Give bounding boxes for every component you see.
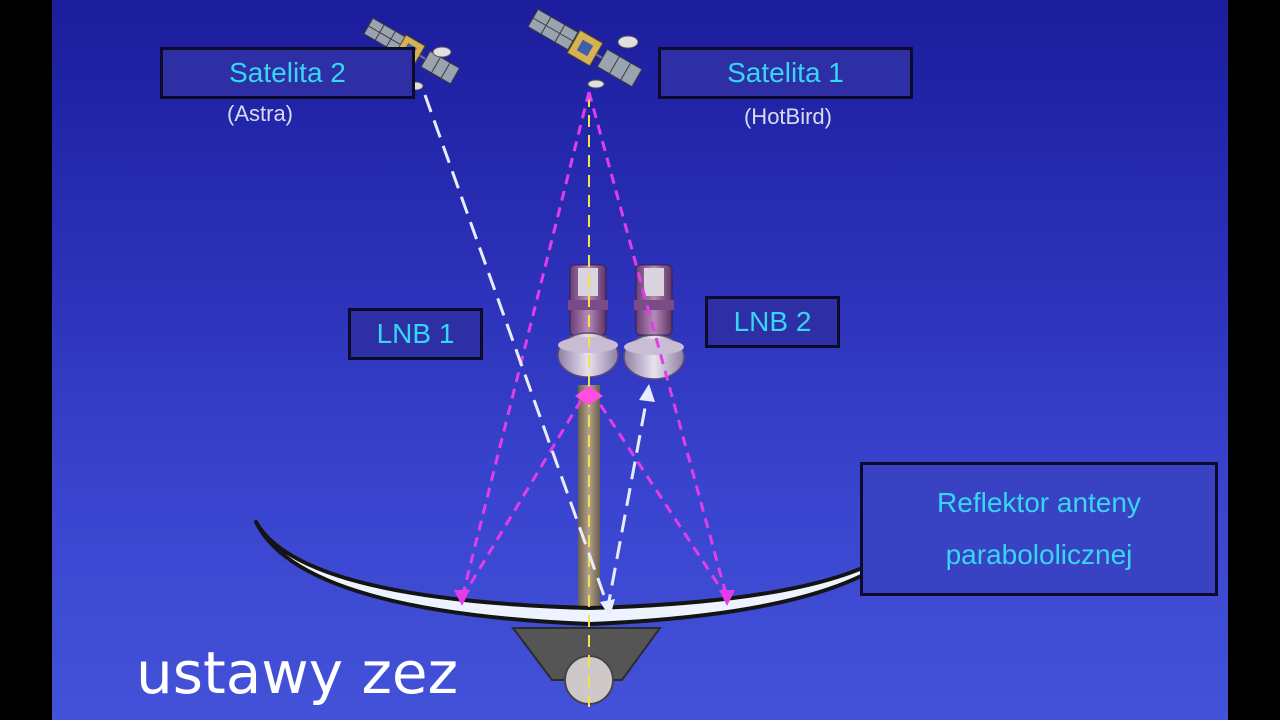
sat2-beams bbox=[423, 94, 650, 613]
satellite-2-sublabel: (Astra) bbox=[227, 101, 293, 126]
satellite-1-sublabel: (HotBird) bbox=[743, 104, 832, 129]
sat1-arrow-left bbox=[454, 590, 470, 606]
sat2-arrow-dish bbox=[600, 599, 615, 617]
sat2-arrow-lnb bbox=[639, 384, 655, 402]
scene bbox=[254, 8, 924, 710]
lnb-2-label: LNB 2 bbox=[705, 296, 840, 348]
diagram-stage: Satelita 2 (Astra) Satelita 1 (HotBird) … bbox=[52, 0, 1228, 720]
satellite-1-label-text: Satelita 1 bbox=[727, 57, 844, 88]
lnb-1-label: LNB 1 bbox=[348, 308, 483, 360]
satellite-1-icon bbox=[527, 8, 643, 89]
dish-mount bbox=[511, 627, 662, 705]
satellite-2-label-text: Satelita 2 bbox=[229, 57, 346, 88]
focus-marker bbox=[575, 386, 603, 405]
video-caption: ustawy zez bbox=[136, 639, 459, 707]
sat1-arrow-right bbox=[719, 590, 735, 606]
lnb-2-label-text: LNB 2 bbox=[733, 306, 812, 337]
reflector-label: Reflektor anteny parabololicznej bbox=[860, 462, 1218, 596]
reflector-label-line2: parabololicznej bbox=[945, 539, 1133, 570]
sat1-beams bbox=[460, 91, 729, 599]
reflector-label-line1: Reflektor anteny bbox=[937, 487, 1141, 518]
lnb-2 bbox=[623, 264, 685, 380]
satellite-1-label: Satelita 1 bbox=[658, 47, 913, 99]
satellite-2-label: Satelita 2 bbox=[160, 47, 415, 99]
lnb-1-label-text: LNB 1 bbox=[376, 318, 455, 349]
